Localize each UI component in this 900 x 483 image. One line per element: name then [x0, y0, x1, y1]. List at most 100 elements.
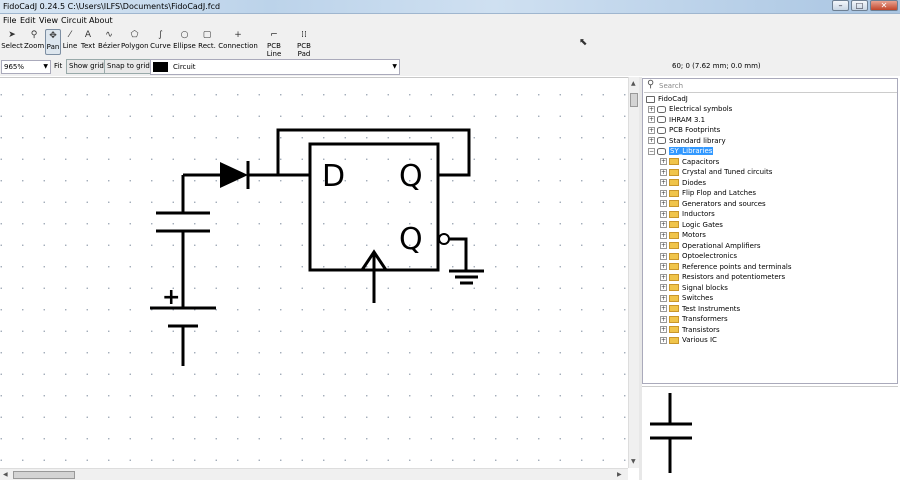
expand-icon[interactable]: + [660, 273, 667, 281]
expand-icon[interactable]: + [660, 242, 667, 249]
tree-category[interactable]: +Test Instruments [660, 304, 741, 313]
tree-category[interactable]: +Optoelectronics [660, 252, 738, 260]
menu-edit[interactable]: Edit [20, 16, 36, 25]
tool-select[interactable]: ➤ Select [1, 30, 23, 50]
tool-curve[interactable]: ∫ Curve [150, 30, 171, 50]
snap-to-grid-toggle[interactable]: Snap to grid [104, 59, 153, 74]
tree-library[interactable]: +Electrical symbols [648, 105, 733, 113]
tree-category[interactable]: +Signal blocks [660, 283, 728, 292]
layer-color-swatch [153, 62, 168, 72]
vertical-scrollbar[interactable]: ▲ ▼ [628, 77, 639, 468]
tree-category[interactable]: +Resistors and potentiometers [660, 273, 786, 281]
tree-category[interactable]: +Reference points and terminals [660, 262, 792, 271]
tree-category[interactable]: +Transistors [660, 325, 720, 334]
scroll-thumb[interactable] [630, 93, 638, 107]
search-input[interactable]: Search [659, 82, 684, 90]
options-bar: 965% ▼ Fit Show grid Snap to grid Circui… [0, 57, 900, 76]
tree-category[interactable]: +Various IC [660, 336, 717, 344]
tree-library-selected[interactable]: −SY_Libraries [648, 147, 714, 155]
folder-icon [669, 158, 679, 165]
expand-icon[interactable]: + [660, 336, 667, 344]
tree-root[interactable]: FidoCadJ [646, 94, 688, 104]
minimize-button[interactable]: – [832, 0, 849, 11]
tool-pcb-line[interactable]: ⌐ PCB Line [259, 29, 289, 58]
expand-icon[interactable]: + [660, 231, 667, 239]
rectangle-icon: ▢ [202, 30, 212, 40]
folder-icon [669, 242, 679, 249]
tool-polygon[interactable]: ⬠ Polygon [121, 30, 149, 50]
maximize-button[interactable]: □ [851, 0, 868, 11]
expand-icon[interactable]: + [660, 189, 667, 197]
scroll-right-icon[interactable]: ▶ [617, 471, 622, 478]
tree-category[interactable]: +Switches [660, 294, 714, 302]
collapse-icon[interactable]: − [648, 147, 655, 155]
database-icon [657, 147, 666, 155]
expand-icon[interactable]: + [660, 210, 667, 218]
layer-select[interactable]: Circuit ▼ [150, 59, 400, 75]
window-title: FidoCadJ 0.24.5 C:\Users\ILFS\Documents\… [3, 2, 221, 11]
panel-splitter[interactable] [639, 77, 642, 480]
menu-file[interactable]: File [3, 16, 17, 25]
folder-icon [669, 231, 679, 239]
tree-category[interactable]: +Inductors [660, 210, 715, 218]
tree-category[interactable]: +Diodes [660, 178, 707, 187]
diode-triangle [220, 162, 248, 188]
menu-about[interactable]: About [89, 16, 113, 25]
expand-icon[interactable]: + [648, 105, 655, 113]
tree-library[interactable]: +Standard library [648, 136, 726, 145]
d-input-label: D [322, 159, 345, 194]
scroll-down-icon[interactable]: ▼ [631, 458, 636, 465]
tree-category[interactable]: +Motors [660, 231, 706, 239]
expand-icon[interactable]: + [660, 179, 667, 186]
tree-category[interactable]: +Capacitors [660, 157, 720, 166]
expand-icon[interactable]: + [648, 137, 655, 144]
menu-circuit[interactable]: Circuit [61, 16, 87, 25]
tree-library[interactable]: +PCB Footprints [648, 126, 721, 134]
expand-icon[interactable]: + [660, 294, 667, 302]
expand-icon[interactable]: + [660, 263, 667, 270]
tool-line[interactable]: ⁄ Line [62, 30, 78, 50]
expand-icon[interactable]: + [660, 315, 667, 323]
tree-category[interactable]: +Logic Gates [660, 220, 723, 229]
tool-zoom[interactable]: ⚲ Zoom [24, 30, 45, 50]
scroll-left-icon[interactable]: ◀ [3, 471, 8, 478]
expand-icon[interactable]: + [660, 305, 667, 312]
text-icon: A [84, 30, 92, 40]
tree-category[interactable]: +Flip Flop and Latches [660, 189, 757, 197]
expand-icon[interactable]: + [648, 116, 655, 123]
expand-icon[interactable]: + [660, 326, 667, 333]
tree-category[interactable]: +Transformers [660, 315, 728, 323]
database-icon [657, 105, 666, 113]
tool-ellipse[interactable]: ○ Ellipse [173, 30, 196, 50]
expand-icon[interactable]: + [660, 221, 667, 228]
library-search[interactable]: ⚲ Search [644, 79, 897, 93]
schematic-drawing: D Q Q + [150, 128, 484, 366]
horizontal-scrollbar[interactable]: ◀ ▶ [0, 468, 628, 480]
zoom-select[interactable]: 965% ▼ [1, 60, 51, 74]
tree-category[interactable]: +Generators and sources [660, 199, 766, 208]
scroll-thumb[interactable] [13, 471, 75, 479]
close-button[interactable]: ✕ [870, 0, 898, 11]
menu-view[interactable]: View [39, 16, 58, 25]
expand-icon[interactable]: + [660, 168, 667, 176]
tool-bezier[interactable]: ∿ Bézier [98, 30, 120, 50]
tree-category[interactable]: +Crystal and Tuned circuits [660, 168, 773, 176]
folder-icon [669, 252, 679, 260]
tool-pcb-pad[interactable]: ⁞⁞ PCB Pad [290, 29, 318, 58]
tree-library[interactable]: +IHRAM 3.1 [648, 115, 706, 124]
expand-icon[interactable]: + [660, 284, 667, 291]
expand-icon[interactable]: + [660, 252, 667, 260]
fit-button[interactable]: Fit [54, 62, 63, 70]
tool-connection[interactable]: + Connection [218, 30, 258, 50]
expand-icon[interactable]: + [660, 158, 667, 165]
tool-text[interactable]: A Text [80, 30, 96, 50]
show-grid-toggle[interactable]: Show grid [66, 59, 107, 74]
folder-icon [669, 263, 679, 270]
drawing-canvas[interactable]: D Q Q + [0, 77, 628, 468]
scroll-up-icon[interactable]: ▲ [631, 80, 636, 87]
expand-icon[interactable]: + [660, 200, 667, 207]
tool-rect[interactable]: ▢ Rect. [198, 30, 216, 50]
tool-pan[interactable]: ✥ Pan [45, 29, 61, 55]
tree-category[interactable]: +Operational Amplifiers [660, 241, 761, 250]
expand-icon[interactable]: + [648, 126, 655, 134]
